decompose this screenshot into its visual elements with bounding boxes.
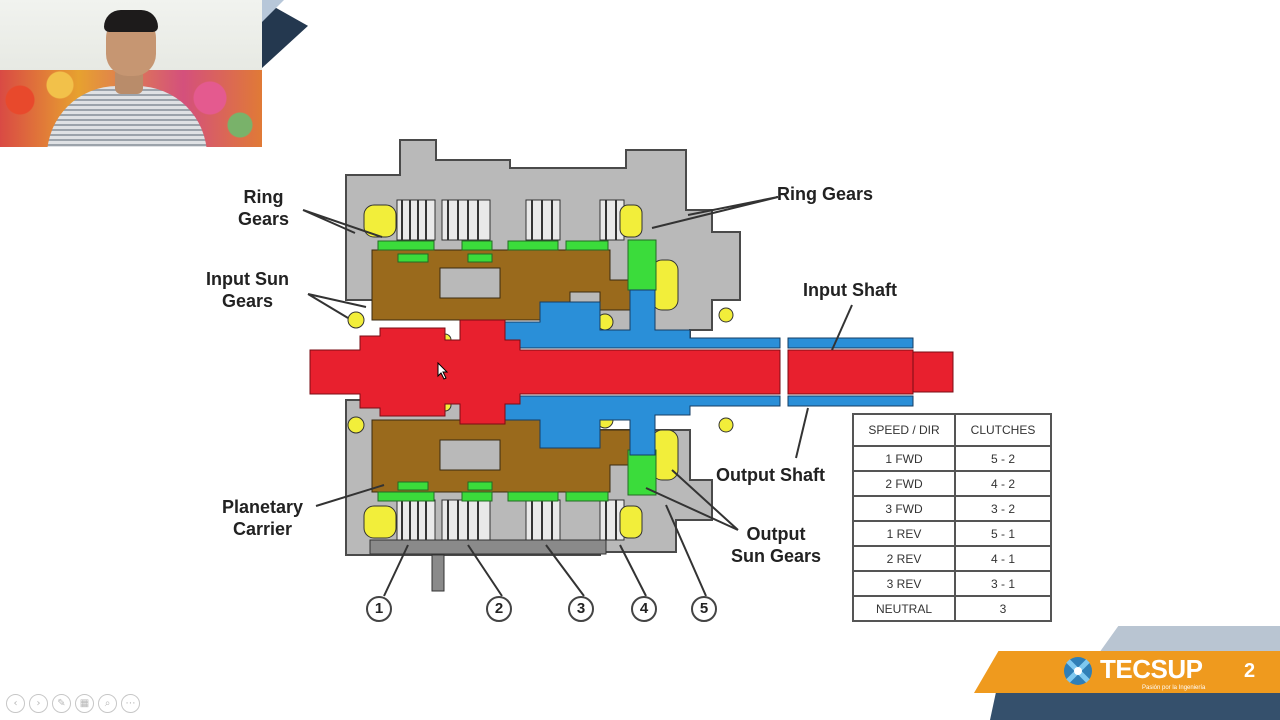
input-shaft [309,319,954,425]
label-output-sun-gears: Output Sun Gears [731,524,822,566]
slide-number: 2 [1244,660,1256,682]
sun-gears [377,239,657,502]
callout-clutch-5: 5 [691,596,717,622]
label-output-shaft: Output Shaft [716,465,825,485]
leader-lines [302,196,853,597]
output-shaft [504,289,914,456]
label-ring-gears-left: Ring Gears [238,187,290,229]
bottom-pan [369,539,607,592]
callout-clutch-1: 1 [366,596,392,622]
clutch-packs [396,199,625,541]
clutches-cell: 5 - 1 [954,520,1052,547]
callout-clutch-4: 4 [631,596,657,622]
speed-dir-cell: 3 FWD [852,495,956,522]
clutches-cell: 4 - 1 [954,545,1052,572]
label-ring-gears-right: Ring Gears [777,184,874,204]
callout-clutch-2: 2 [486,596,512,622]
player-controls: ‹ › ✎ ▦ ⌕ ⋯ [6,694,140,714]
transmission-diagram [302,139,954,597]
tecsup-tagline: Pasión por la Ingeniería [1142,685,1206,691]
header-clutches: CLUTCHES [954,413,1052,447]
previous-icon[interactable]: ‹ [6,694,25,713]
clutches-cell: 5 - 2 [954,445,1052,472]
speed-dir-cell: 2 FWD [852,470,956,497]
footer-navy-band [990,693,1280,720]
slides-grid-icon[interactable]: ▦ [75,694,94,713]
speed-dir-cell: 3 REV [852,570,956,597]
speed-dir-cell: 1 REV [852,520,956,547]
clutches-cell: 3 [954,595,1052,622]
clutches-cell: 3 - 1 [954,570,1052,597]
label-input-sun-gears: Input Sun Gears [206,269,289,311]
more-icon[interactable]: ⋯ [121,694,140,713]
label-planetary-carrier: Planetary Carrier [222,497,304,539]
clutches-cell: 3 - 2 [954,495,1052,522]
footer-orange-band [974,651,1280,693]
speed-dir-cell: 2 REV [852,545,956,572]
carrier-cavities [439,267,601,471]
speed-dir-cell: 1 FWD [852,445,956,472]
webcam-overlay [0,0,262,147]
next-icon[interactable]: › [29,694,48,713]
zoom-icon[interactable]: ⌕ [98,694,117,713]
header-speed-dir: SPEED / DIR [852,413,956,447]
tecsup-logo-icon [1064,657,1092,685]
table-header-row: SPEED / DIR CLUTCHES [852,413,1052,447]
pen-icon[interactable]: ✎ [52,694,71,713]
tecsup-logo-text: TECSUP [1100,654,1203,684]
mouse-cursor-icon [437,362,449,380]
webcam-presenter-hair [104,10,158,32]
clutch-plates [401,200,617,540]
speed-dir-cell: NEUTRAL [852,595,956,622]
callout-clutch-3: 3 [568,596,594,622]
label-input-shaft: Input Shaft [803,280,897,300]
clutches-cell: 4 - 2 [954,470,1052,497]
